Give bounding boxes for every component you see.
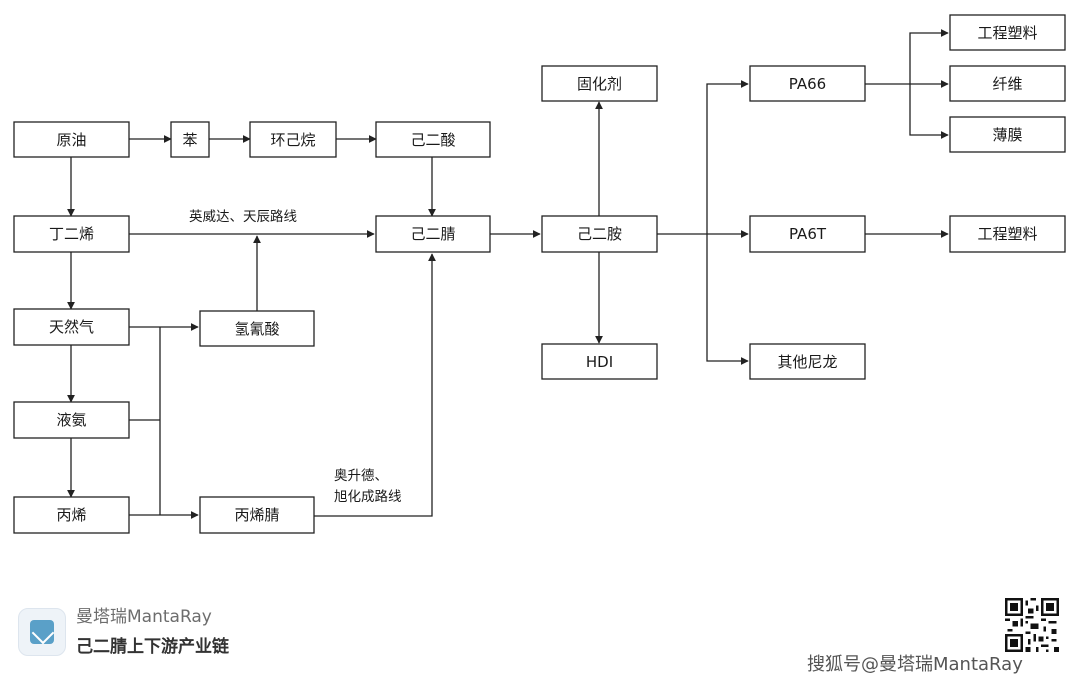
- node-film: 薄膜: [949, 116, 1066, 153]
- edge-hmda-to-pa66: [706, 80, 749, 234]
- svg-text:PA66: PA66: [789, 75, 826, 93]
- node-other-nylon: 其他尼龙: [749, 343, 866, 380]
- svg-text:己二酸: 己二酸: [410, 131, 455, 149]
- label-acrylonitrile-route-1: 奥升德、: [334, 467, 388, 484]
- svg-text:工程塑料: 工程塑料: [977, 24, 1037, 42]
- edge-acrylonitrile-to-adiponitrile: [314, 253, 436, 517]
- node-crude-oil: 原油: [13, 121, 130, 158]
- mantaray-logo-icon: [18, 608, 66, 656]
- brand-name: 曼塔瑞MantaRay: [76, 607, 212, 627]
- label-butadiene-route: 英威达、天辰路线: [189, 208, 297, 225]
- brand-block: 曼塔瑞MantaRay 己二腈上下游产业链: [18, 600, 258, 660]
- edges: [67, 29, 949, 519]
- svg-text:薄膜: 薄膜: [992, 126, 1022, 144]
- node-pa6t: PA6T: [749, 215, 866, 253]
- edge-hmda-to-other-nylon: [706, 234, 749, 365]
- svg-text:丙烯: 丙烯: [56, 506, 86, 524]
- node-acrylonitrile: 丙烯腈: [199, 496, 315, 534]
- edge-pa66-to-eng-plastic: [909, 29, 949, 84]
- node-pa66: PA66: [749, 65, 866, 102]
- node-eng-plastic-1: 工程塑料: [949, 14, 1066, 51]
- node-adiponitrile: 己二腈: [375, 215, 491, 253]
- node-benzene: 苯: [170, 121, 210, 158]
- svg-text:其他尼龙: 其他尼龙: [777, 353, 837, 371]
- qr-code-icon: [1005, 598, 1059, 652]
- svg-text:原油: 原油: [56, 131, 86, 149]
- svg-text:丙烯腈: 丙烯腈: [234, 506, 279, 524]
- node-butadiene: 丁二烯: [13, 215, 130, 253]
- node-fiber: 纤维: [949, 65, 1066, 102]
- node-liquid-ammonia: 液氨: [13, 401, 130, 439]
- edge-pa66-to-film: [909, 84, 949, 139]
- label-acrylonitrile-route-2: 旭化成路线: [334, 489, 402, 505]
- node-eng-plastic-2: 工程塑料: [949, 215, 1066, 253]
- node-adipic-acid: 己二酸: [375, 121, 491, 158]
- svg-text:固化剂: 固化剂: [577, 75, 622, 93]
- node-hydrogen-cyanide: 氢氰酸: [199, 310, 315, 347]
- svg-text:己二腈: 己二腈: [410, 225, 455, 243]
- svg-text:苯: 苯: [182, 131, 197, 149]
- svg-text:HDI: HDI: [586, 353, 613, 371]
- svg-text:PA6T: PA6T: [789, 225, 827, 243]
- node-propylene: 丙烯: [13, 496, 130, 534]
- svg-text:己二胺: 己二胺: [577, 225, 622, 243]
- node-cyclohexane: 环己烷: [249, 121, 337, 158]
- svg-text:液氨: 液氨: [56, 411, 86, 429]
- svg-text:丁二烯: 丁二烯: [49, 225, 94, 243]
- svg-text:天然气: 天然气: [49, 318, 94, 336]
- node-natural-gas: 天然气: [13, 308, 130, 346]
- svg-text:纤维: 纤维: [992, 75, 1022, 93]
- node-hdi: HDI: [541, 343, 658, 380]
- svg-text:氢氰酸: 氢氰酸: [234, 320, 279, 338]
- watermark: 搜狐号@曼塔瑞MantaRay: [807, 654, 1023, 675]
- edge-liquid-ammonia-bus: [129, 327, 161, 515]
- node-hexamethylenediamine: 己二胺: [541, 215, 658, 253]
- svg-text:工程塑料: 工程塑料: [977, 225, 1037, 243]
- diagram-title: 己二腈上下游产业链: [76, 637, 229, 657]
- node-curing-agent: 固化剂: [541, 65, 658, 102]
- svg-text:环己烷: 环己烷: [270, 131, 315, 149]
